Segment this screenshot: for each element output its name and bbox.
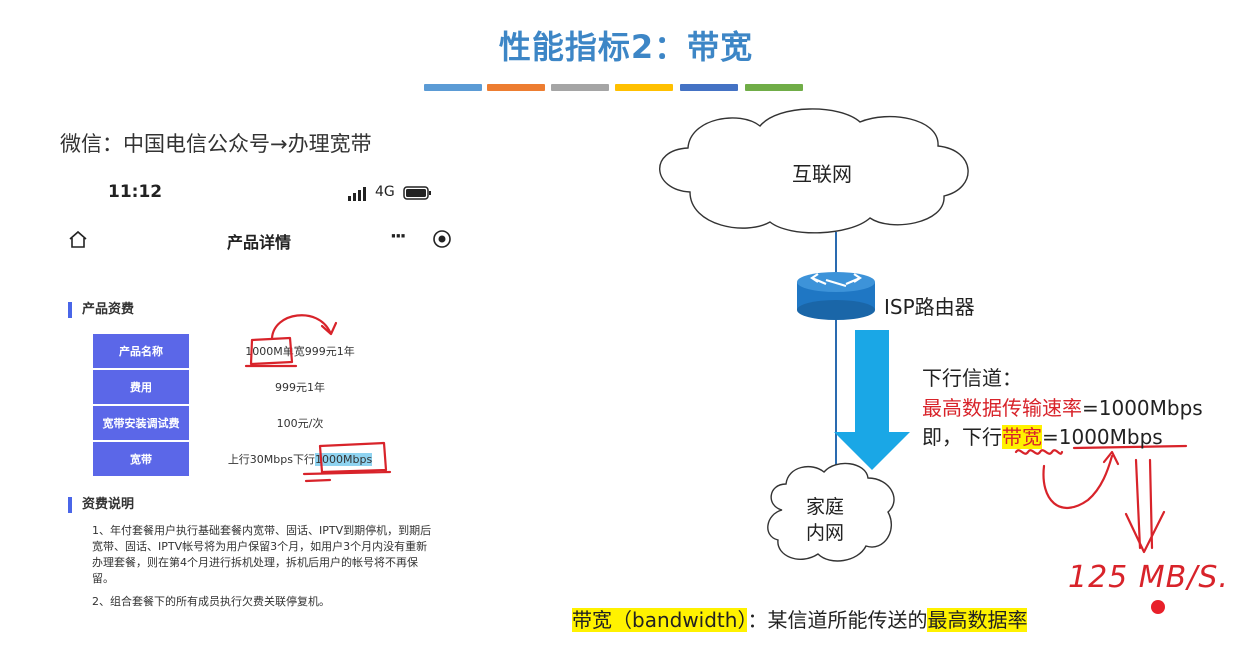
section-fees-heading: 产品资费	[68, 302, 134, 318]
home-network-label: 家庭 内网	[806, 494, 844, 546]
max-rate-line: 最高数据传输速率=1000Mbps	[922, 392, 1203, 421]
table-label: 宽带安装调试费	[93, 406, 189, 440]
accent-bar-3	[551, 84, 609, 91]
ink-box	[318, 441, 388, 474]
table-value: 999元1年	[275, 381, 325, 394]
channel-title: 下行信道：	[922, 366, 1022, 390]
ink-box	[249, 336, 294, 366]
section-notes-heading: 资费说明	[68, 497, 134, 513]
table-value: 100元/次	[276, 417, 324, 430]
bandwidth-value: =1000Mbps	[1042, 425, 1163, 449]
signal-icon	[348, 186, 368, 205]
status-network: 4G	[375, 184, 395, 200]
max-rate-label: 最高数据传输速率	[922, 396, 1082, 420]
internet-label: 互联网	[792, 162, 852, 186]
definition-term: 带宽（bandwidth）	[572, 608, 748, 632]
accent-bar-5	[680, 84, 738, 91]
home-label-line1: 家庭	[806, 496, 845, 518]
accent-bar-2	[487, 84, 545, 91]
definition-emphasis: 最高数据率	[927, 608, 1028, 632]
home-network-cloud	[767, 462, 895, 562]
note-item: 1、年付套餐用户执行基础套餐内宽带、固话、IPTV到期停机，到期后宽带、固话、I…	[92, 524, 432, 585]
max-rate-value: =1000Mbps	[1082, 396, 1203, 420]
ink-squiggle	[1014, 449, 1064, 455]
accent-bar-6	[745, 84, 803, 91]
bandwidth-prefix-text: 即，下行	[922, 425, 1002, 449]
table-value: 1000M单宽999元1年	[245, 345, 355, 358]
table-label: 费用	[93, 370, 189, 404]
nav-title: 产品详情	[227, 233, 292, 252]
wechat-caption: 微信：中国电信公众号→办理宽带	[60, 132, 372, 156]
table-label: 宽带	[93, 442, 189, 476]
isp-router-icon	[797, 272, 875, 320]
accent-bar-1	[424, 84, 482, 91]
handwritten-note: 125 MB/S.	[1068, 560, 1229, 595]
notes: 1、年付套餐用户执行基础套餐内宽带、固话、IPTV到期停机，到期后宽带、固话、I…	[92, 523, 437, 617]
router-label: ISP路由器	[884, 295, 975, 319]
more-icon[interactable]: ···	[390, 226, 406, 247]
accent-bar-4	[615, 84, 673, 91]
bandwidth-prefix: 上行30Mbps下行	[227, 453, 315, 466]
bandwidth-line: 即，下行带宽=1000Mbps	[922, 421, 1163, 450]
status-time: 11:12	[108, 182, 163, 202]
definition: 带宽（bandwidth）：某信道所能传送的最高数据率	[572, 604, 1028, 633]
internet-cloud	[659, 108, 969, 234]
note-item: 2、组合套餐下的所有成员执行欠费关联停复机。	[92, 595, 330, 608]
home-icon[interactable]	[68, 230, 88, 252]
bandwidth-highlight: 1000Mbps	[315, 452, 373, 466]
home-label-line2: 内网	[806, 522, 845, 544]
slide-title: 性能指标2：带宽	[498, 28, 754, 66]
close-target-icon[interactable]	[432, 229, 452, 253]
ink-curve-arrow	[1042, 454, 1114, 509]
battery-icon	[403, 185, 433, 204]
ink-down-arrow	[1134, 458, 1154, 550]
bandwidth-word: 带宽	[1002, 425, 1042, 449]
definition-middle: ：某信道所能传送的	[747, 608, 928, 632]
downlink-arrow	[834, 330, 910, 470]
table-label: 产品名称	[93, 334, 189, 368]
ink-arc-arrow	[270, 314, 332, 340]
ink-dot	[1151, 600, 1165, 614]
